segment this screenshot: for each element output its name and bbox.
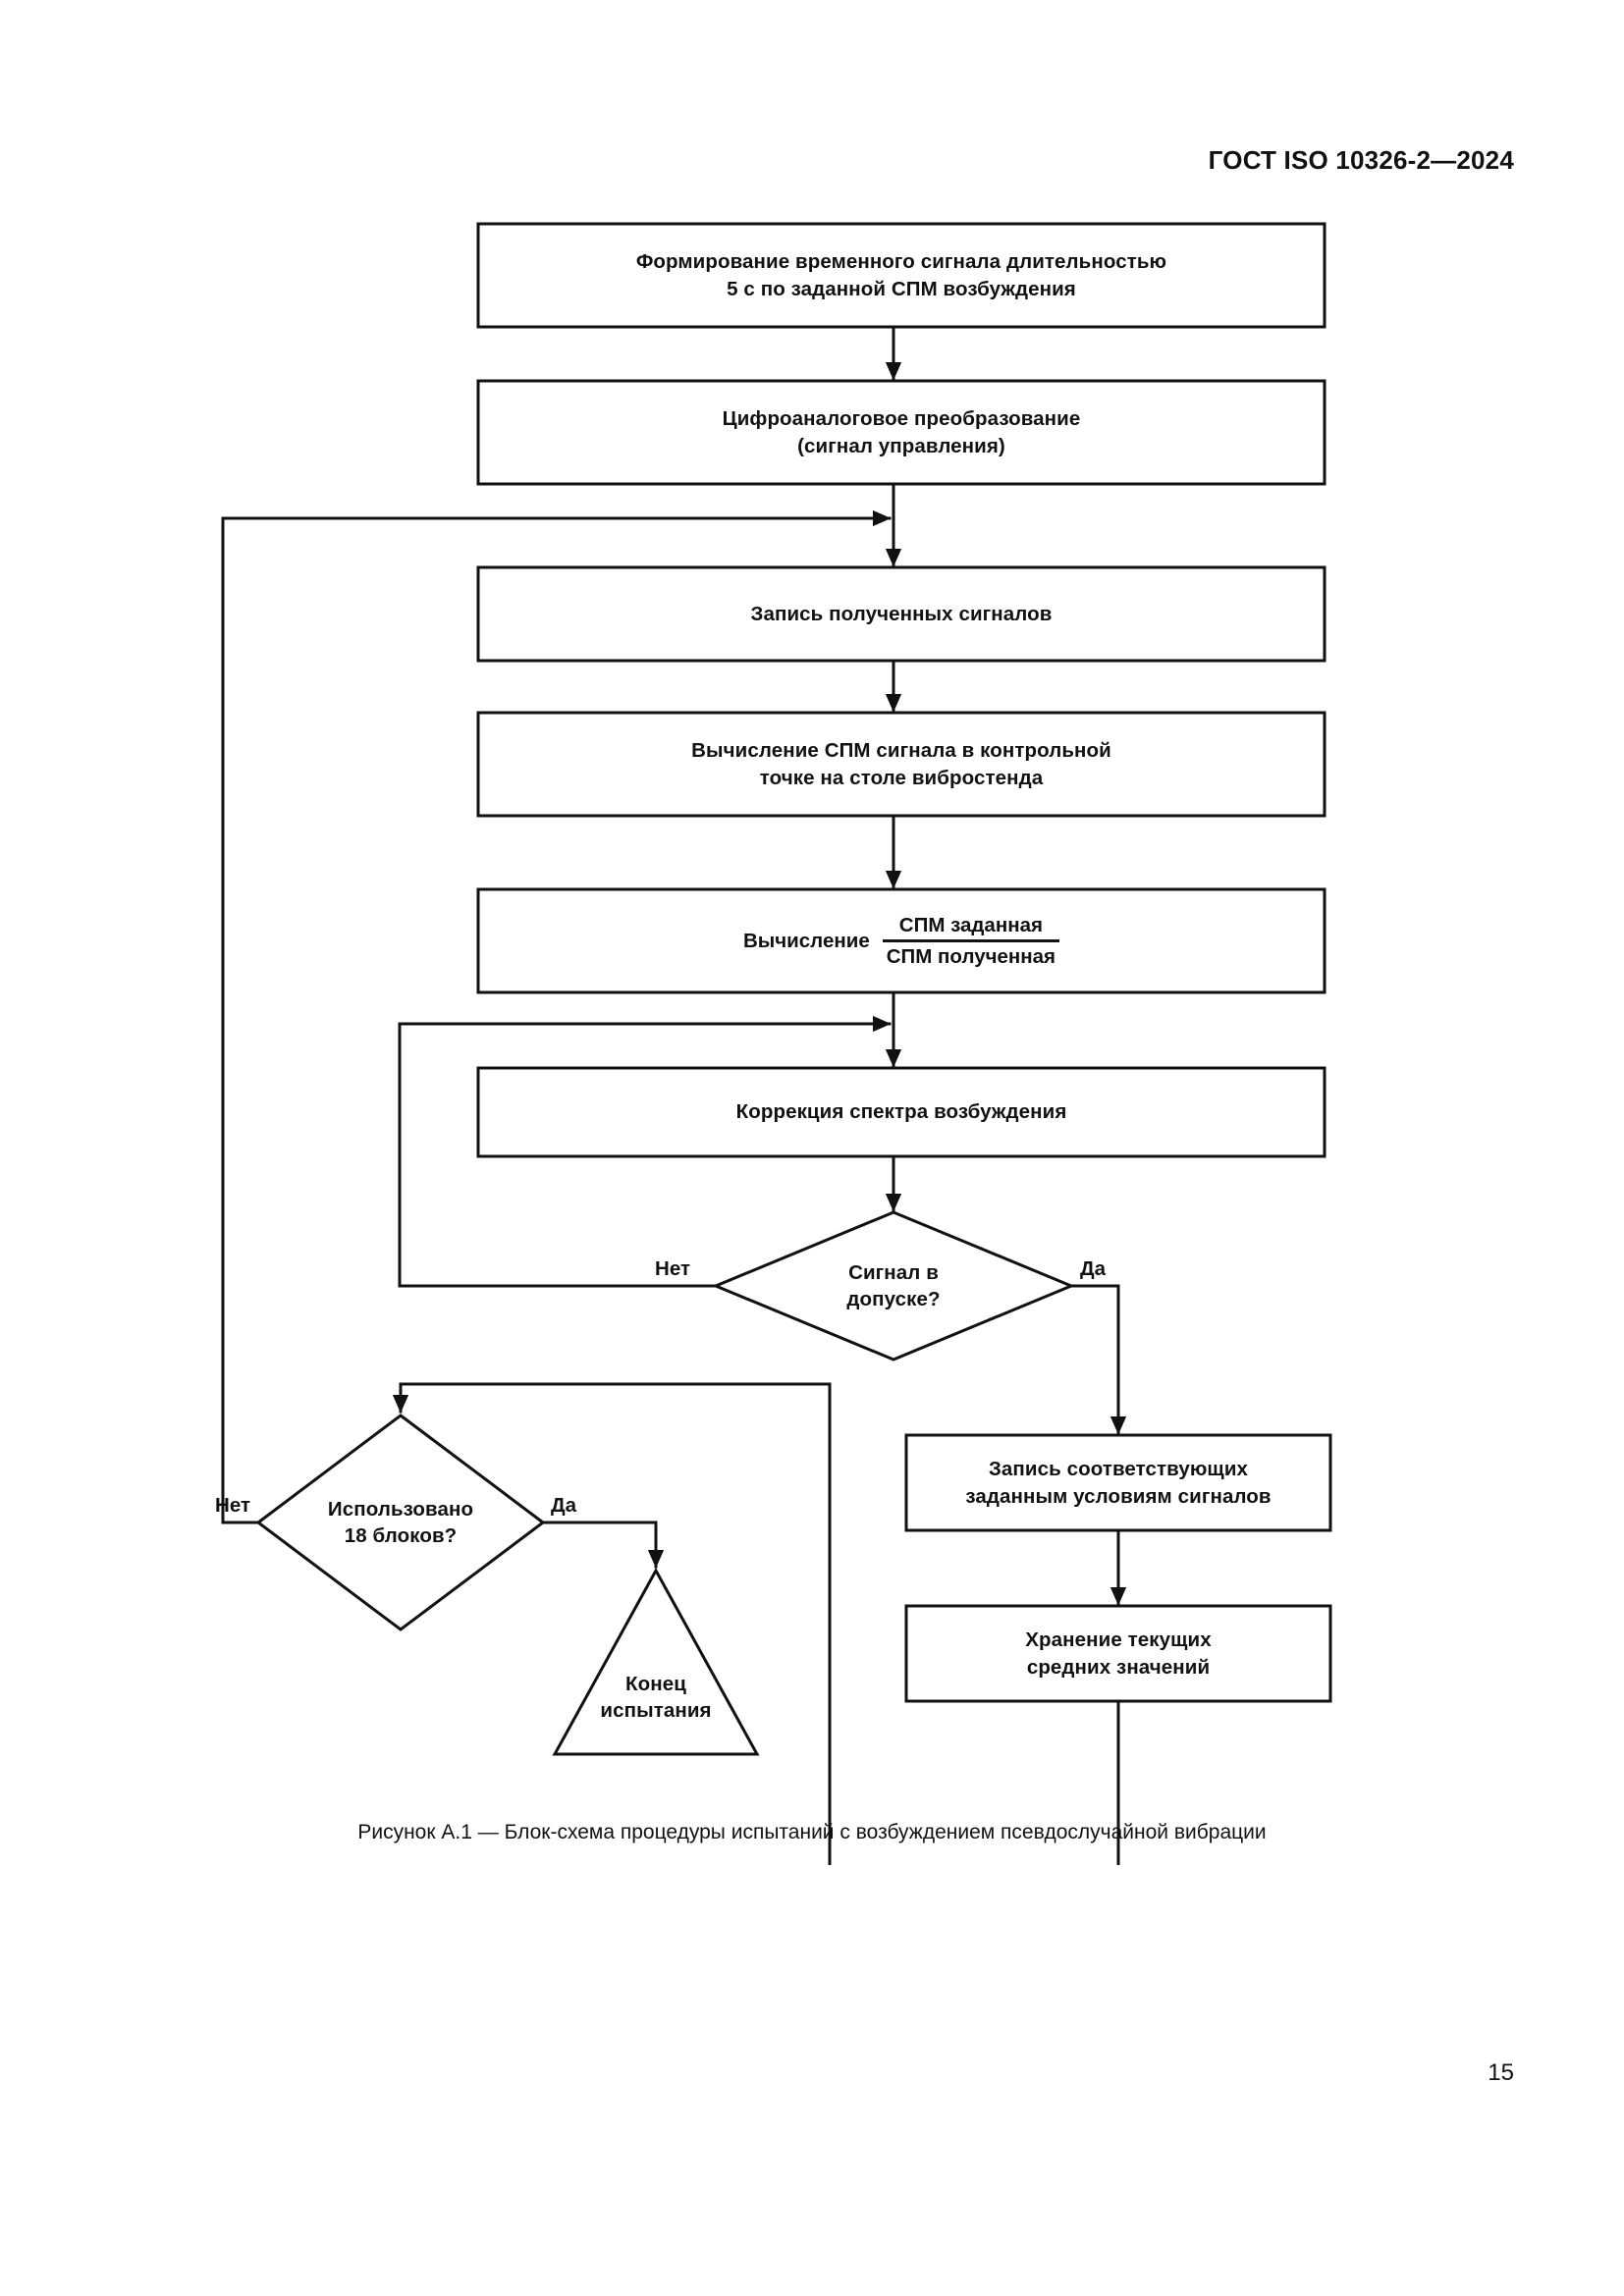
box-record-matching — [904, 1433, 1332, 1532]
page-number: 15 — [1488, 2059, 1514, 2086]
edge-label-blocks-no: Нет — [215, 1494, 250, 1517]
fraction-denominator: СПМ полученная — [886, 944, 1056, 968]
box-correct-spectrum — [476, 1066, 1326, 1158]
ratio-fraction: СПМ заданная СПМ полученная — [882, 913, 1060, 969]
edge-store-to-blocks — [392, 1382, 1120, 1865]
figure-caption: Рисунок А.1 — Блок-схема процедуры испыт… — [357, 1821, 1267, 1843]
document-header: ГОСТ ISO 10326-2—2024 — [1208, 145, 1514, 175]
flowchart-svg — [221, 222, 1332, 1865]
triangle-end-of-test — [552, 1567, 760, 1756]
edge-blocks-yes — [541, 1521, 665, 1569]
box-dac — [476, 379, 1326, 486]
edge-tolerance-yes — [1069, 1284, 1127, 1435]
box-record-signals — [476, 565, 1326, 663]
label-compute-ratio: Вычисление СПМ заданная СПМ полученная — [478, 889, 1325, 992]
fraction-bar — [882, 938, 1060, 942]
edge-label-blocks-yes: Да — [551, 1494, 577, 1517]
edge-label-tolerance-no: Нет — [655, 1257, 690, 1280]
flowchart-figure: Формирование временного сигнала длительн… — [215, 222, 1332, 1865]
ratio-prefix: Вычисление — [742, 929, 870, 952]
box-store-averages — [904, 1604, 1332, 1703]
box-generate-signal — [476, 222, 1326, 329]
edge-label-tolerance-yes: Да — [1080, 1257, 1107, 1280]
box-compute-psd — [476, 711, 1326, 818]
edge-tolerance-no-loop — [398, 1015, 892, 1288]
edge-blocks-no-loop — [221, 509, 892, 1524]
diamond-blocks-used — [255, 1414, 546, 1631]
diamond-signal-in-tolerance — [712, 1210, 1075, 1362]
fraction-numerator: СПМ заданная — [898, 913, 1043, 936]
